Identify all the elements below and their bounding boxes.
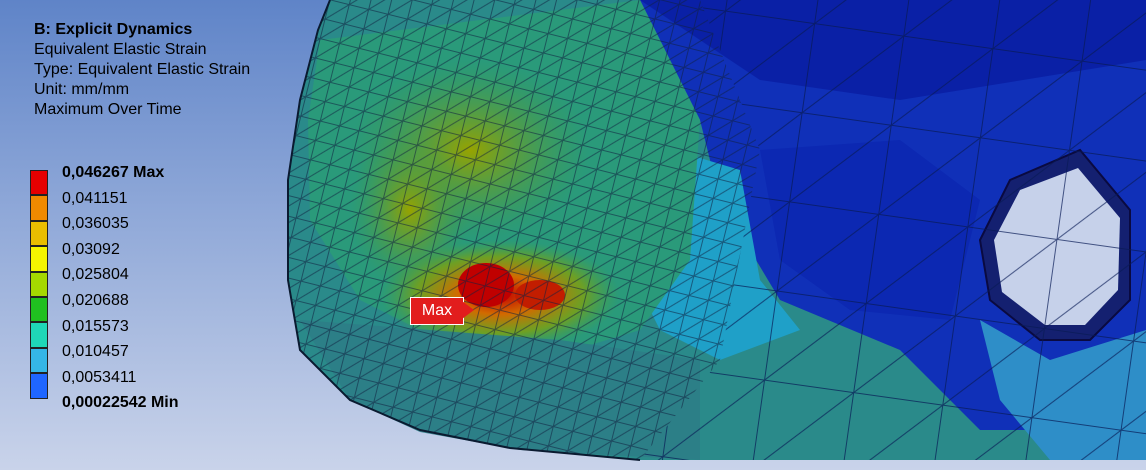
max-probe-label[interactable]: Max xyxy=(410,297,464,325)
legend-swatch xyxy=(30,271,48,297)
analysis-title: B: Explicit Dynamics xyxy=(34,21,193,38)
legend-level-label: 0,03092 xyxy=(62,240,120,258)
legend-swatch xyxy=(30,296,48,323)
result-header: B: Explicit Dynamics Equivalent Elastic … xyxy=(34,20,250,120)
legend-swatch xyxy=(30,322,48,348)
legend-level-label: 0,046267 Max xyxy=(62,164,165,181)
legend-level-label: 0,020688 xyxy=(62,291,129,309)
max-probe-pointer xyxy=(462,301,474,319)
legend-swatch xyxy=(30,170,48,196)
color-legend-labels: 0,046267 Max 0,041151 0,036035 0,03092 0,025… xyxy=(62,160,179,416)
legend-level-label: 0,00022542 Min xyxy=(62,394,179,412)
legend-swatch xyxy=(30,246,48,272)
result-type: Type: Equivalent Elastic Strain xyxy=(34,61,251,78)
legend-level-label: 0,041151 xyxy=(62,189,128,207)
legend-swatch xyxy=(30,347,48,374)
color-legend-bar[interactable] xyxy=(30,170,48,399)
result-unit: Unit: mm/mm xyxy=(34,81,130,98)
result-time: Maximum Over Time xyxy=(34,101,182,118)
legend-swatch xyxy=(30,220,48,247)
result-name: Equivalent Elastic Strain xyxy=(34,41,207,58)
legend-level-label: 0,0053411 xyxy=(62,368,137,386)
legend-level-label: 0,036035 xyxy=(62,215,129,233)
legend-level-label: 0,025804 xyxy=(62,266,129,284)
legend-level-label: 0,015573 xyxy=(62,317,129,335)
legend-swatch xyxy=(30,195,48,221)
legend-swatch xyxy=(30,373,48,399)
legend-level-label: 0,010457 xyxy=(62,343,129,361)
